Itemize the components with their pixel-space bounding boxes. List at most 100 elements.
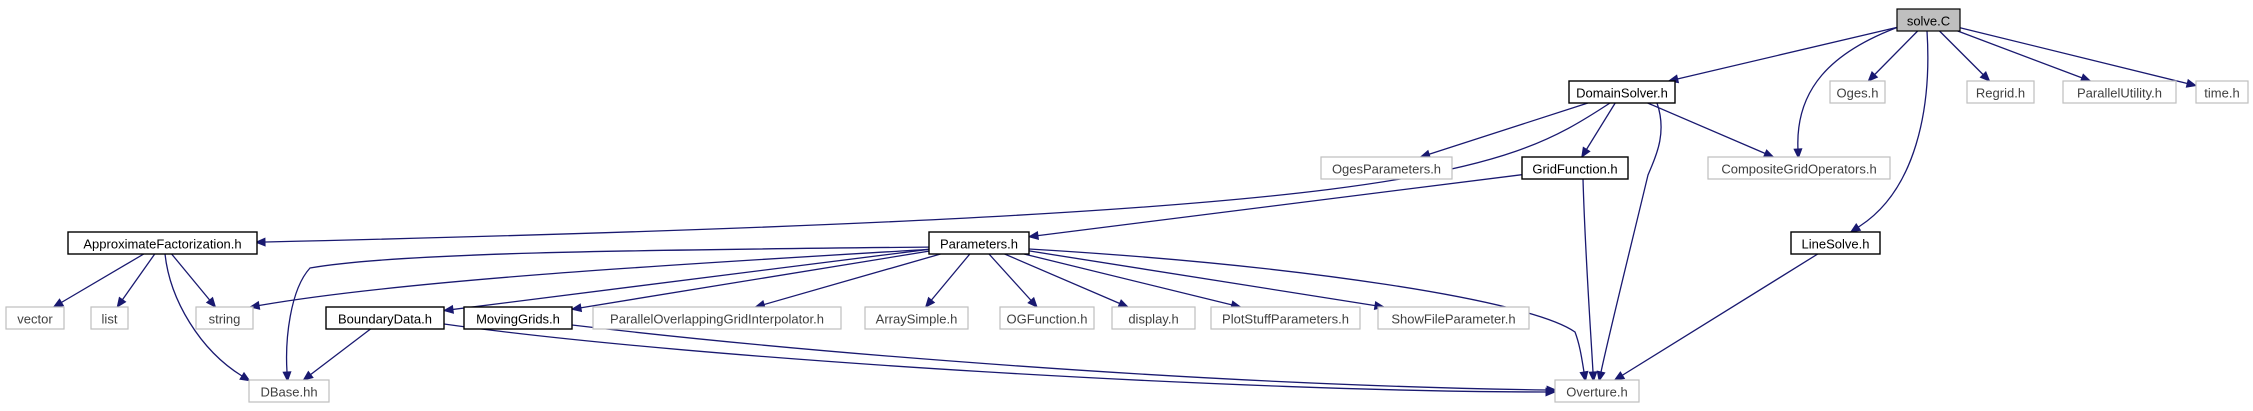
edge-BoundaryData_h-to-Overture_h [443,323,1557,397]
node-label: OGFunction.h [1007,312,1088,327]
edge-Parameters_h-to-string [248,248,936,310]
edge-line [1797,25,1902,159]
node-ogesparameters-h[interactable]: OgesParameters.h [1320,156,1453,180]
edge-line [1028,250,1385,308]
node-ogfunction-h[interactable]: OGFunction.h [999,306,1095,330]
edge-Parameters_h-to-ShowFileParameter_h [1028,250,1386,311]
node-label: OgesParameters.h [1332,162,1441,177]
node-gridfunction-h[interactable]: GridFunction.h [1521,156,1629,180]
edge-arrowhead [52,298,65,308]
node-vector[interactable]: vector [5,306,65,330]
node-dbase-hh[interactable]: DBase.hh [248,379,330,403]
edge-line [443,248,930,312]
node-box [1210,306,1361,330]
edge-ApproximateFactorization_h-to-string [171,253,217,308]
node-oges-h[interactable]: Oges.h [1829,80,1886,104]
edge-solve_C-to-ParallelUtility_h [1957,30,2092,82]
node-string[interactable]: string [195,306,254,330]
edge-line [171,253,216,308]
node-domainsolver-h[interactable]: DomainSolver.h [1568,80,1676,104]
node-box [1111,306,1196,330]
node-box [325,306,445,330]
node-label: string [209,312,241,327]
node-box [2195,80,2249,104]
edge-arrowhead [1546,385,1558,395]
node-box [463,306,573,330]
edge-ApproximateFactorization_h-to-list [116,253,156,309]
node-box [1790,231,1881,255]
edge-arrowhead [1027,231,1039,241]
node-time-h[interactable]: time.h [2195,80,2249,104]
edge-arrowhead [1581,146,1591,159]
node-box [195,306,254,330]
node-label: Overture.h [1566,385,1627,400]
node-paralleloverlappinggridinterpolator-h[interactable]: ParallelOverlappingGridInterpolator.h [592,306,842,330]
node-display-h[interactable]: display.h [1111,306,1196,330]
edge-DomainSolver_h-to-OgesParameters_h [1419,102,1589,159]
edge-line [53,253,145,308]
node-label: Regrid.h [1976,86,2025,101]
node-label: vector [17,312,53,327]
edge-line [1939,30,1990,82]
edge-DomainSolver_h-to-GridFunction_h [1581,102,1616,159]
edge-LineSolve_h-to-Overture_h [1613,253,1819,381]
edge-line [255,102,1611,243]
node-arraysimple-h[interactable]: ArraySimple.h [864,306,969,330]
edge-arrowhead [1849,223,1862,233]
edge-line [1647,102,1774,158]
node-box [999,306,1095,330]
edge-arrowhead [116,296,127,309]
node-box [1554,379,1640,403]
node-solve-c[interactable]: solve.C [1896,8,1961,32]
node-approximatefactorization-h[interactable]: ApproximateFactorization.h [67,231,258,255]
edge-solve_C-to-Regrid_h [1939,30,1991,82]
node-box [67,231,258,255]
edge-solve_C-to-DomainSolver_h [1667,26,1898,84]
node-box [1896,8,1961,32]
edge-line [164,253,250,382]
edge-line [1582,178,1595,382]
node-label: Oges.h [1837,86,1879,101]
edge-line [571,324,1557,391]
node-label: Parameters.h [940,237,1018,252]
node-box [1521,156,1629,180]
node-box [1707,156,1891,180]
edge-line [1668,26,1898,82]
node-box [592,306,842,330]
edge-arrowhead [442,304,454,314]
edge-arrowhead [2185,78,2198,88]
edge-arrowhead [205,296,217,308]
node-parallelutility-h[interactable]: ParallelUtility.h [2062,80,2177,104]
node-compositegridoperators-h[interactable]: CompositeGridOperators.h [1707,156,1891,180]
node-label: ParallelUtility.h [2077,86,2162,101]
node-label: ParallelOverlappingGridInterpolator.h [610,312,824,327]
edge-arrowhead [1979,71,1991,82]
node-box [1377,306,1530,330]
node-box [1829,80,1886,104]
node-overture-h[interactable]: Overture.h [1554,379,1640,403]
edge-arrowhead [239,371,251,382]
edge-solve_C-to-Oges_h [1867,30,1919,82]
edge-ApproximateFactorization_h-to-DBase_hh [164,253,251,382]
node-plotstuffparameters-h[interactable]: PlotStuffParameters.h [1210,306,1361,330]
edge-ApproximateFactorization_h-to-vector [52,253,145,308]
edge-line [1850,30,1929,233]
edge-arrowhead [1117,299,1130,308]
node-showfileparameter-h[interactable]: ShowFileParameter.h [1377,306,1530,330]
node-linesolve-h[interactable]: LineSolve.h [1790,231,1881,255]
edge-line [1023,253,1241,308]
edge-solve_C-to-time_h [1959,27,2198,88]
edge-DomainSolver_h-to-Overture_h [1596,102,1662,383]
node-parameters-h[interactable]: Parameters.h [928,231,1030,255]
edge-Parameters_h-to-ArraySimple_h [924,253,971,308]
node-box [928,231,1030,255]
node-regrid-h[interactable]: Regrid.h [1966,80,2035,104]
edge-line [285,246,934,382]
node-movinggrids-h[interactable]: MovingGrids.h [463,306,573,330]
node-list[interactable]: list [90,306,129,330]
edge-line [1420,102,1589,158]
node-boundarydata-h[interactable]: BoundaryData.h [325,306,445,330]
edge-arrowhead [924,296,936,308]
edge-MovingGrids_h-to-Overture_h [571,324,1558,395]
